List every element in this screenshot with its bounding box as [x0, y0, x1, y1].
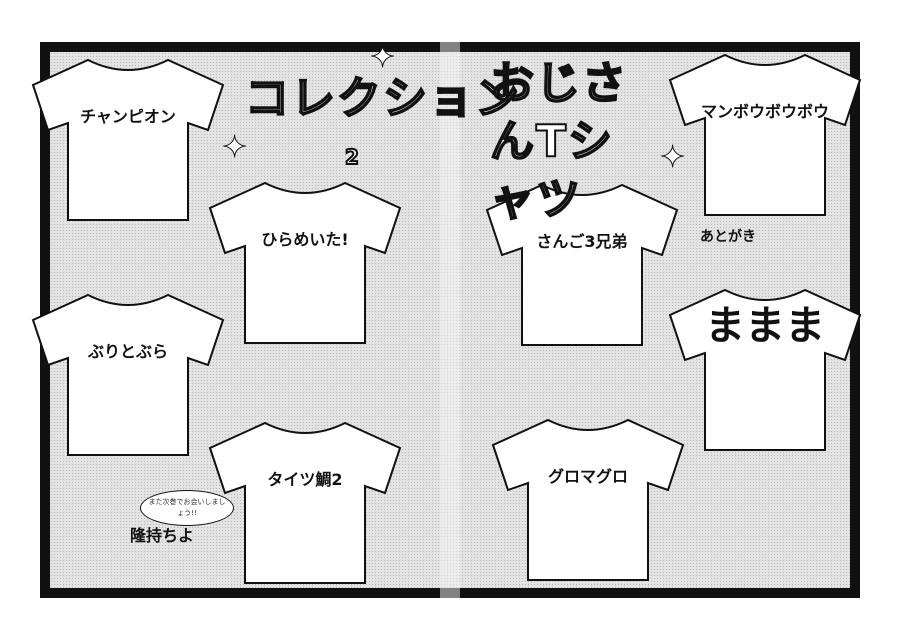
page-gutter — [440, 42, 460, 598]
tshirt-guromaguro: グロマグロ — [488, 415, 688, 585]
shirt-label: ぶりとぶら — [87, 342, 168, 361]
shirt-label: グロマグロ — [547, 467, 628, 486]
shirt-label: タイツ鯛2 — [267, 470, 343, 489]
title-right: おじさんTシャツ — [489, 57, 628, 226]
title-left-sub: 2 — [344, 144, 361, 170]
sparkle-icon: ✦ — [659, 140, 686, 176]
sparkle-icon: ✦ — [221, 130, 248, 166]
shirt-label: チャンピオン — [80, 107, 176, 126]
title-left: コレクション — [244, 72, 521, 125]
tshirt-sango: さんご3兄弟 — [482, 180, 682, 350]
shirt-label: ひらめいた! — [261, 230, 349, 249]
shirt-label: マンボウボウボウ — [700, 102, 829, 121]
author-signature: 隆持ちよ — [130, 526, 195, 545]
shirt-label: さんご3兄弟 — [536, 232, 628, 251]
tshirt-buri: ぶりとぶら — [28, 290, 228, 460]
tshirt-mamama: ままま — [665, 285, 865, 455]
sparkle-icon: ✦ — [369, 40, 396, 76]
tshirt-hirameita: ひらめいた! — [205, 178, 405, 348]
shirt-label: ままま — [705, 303, 825, 349]
afterword-heading: あとがき — [700, 229, 756, 245]
speech-bubble: また次巻でお会いしましょう!! — [140, 490, 234, 526]
tshirt-champion: チャンピオン — [28, 55, 228, 225]
tshirt-taitsu: タイツ鯛2 — [205, 418, 405, 588]
tshirt-manbou: マンボウボウボウ — [665, 50, 865, 220]
